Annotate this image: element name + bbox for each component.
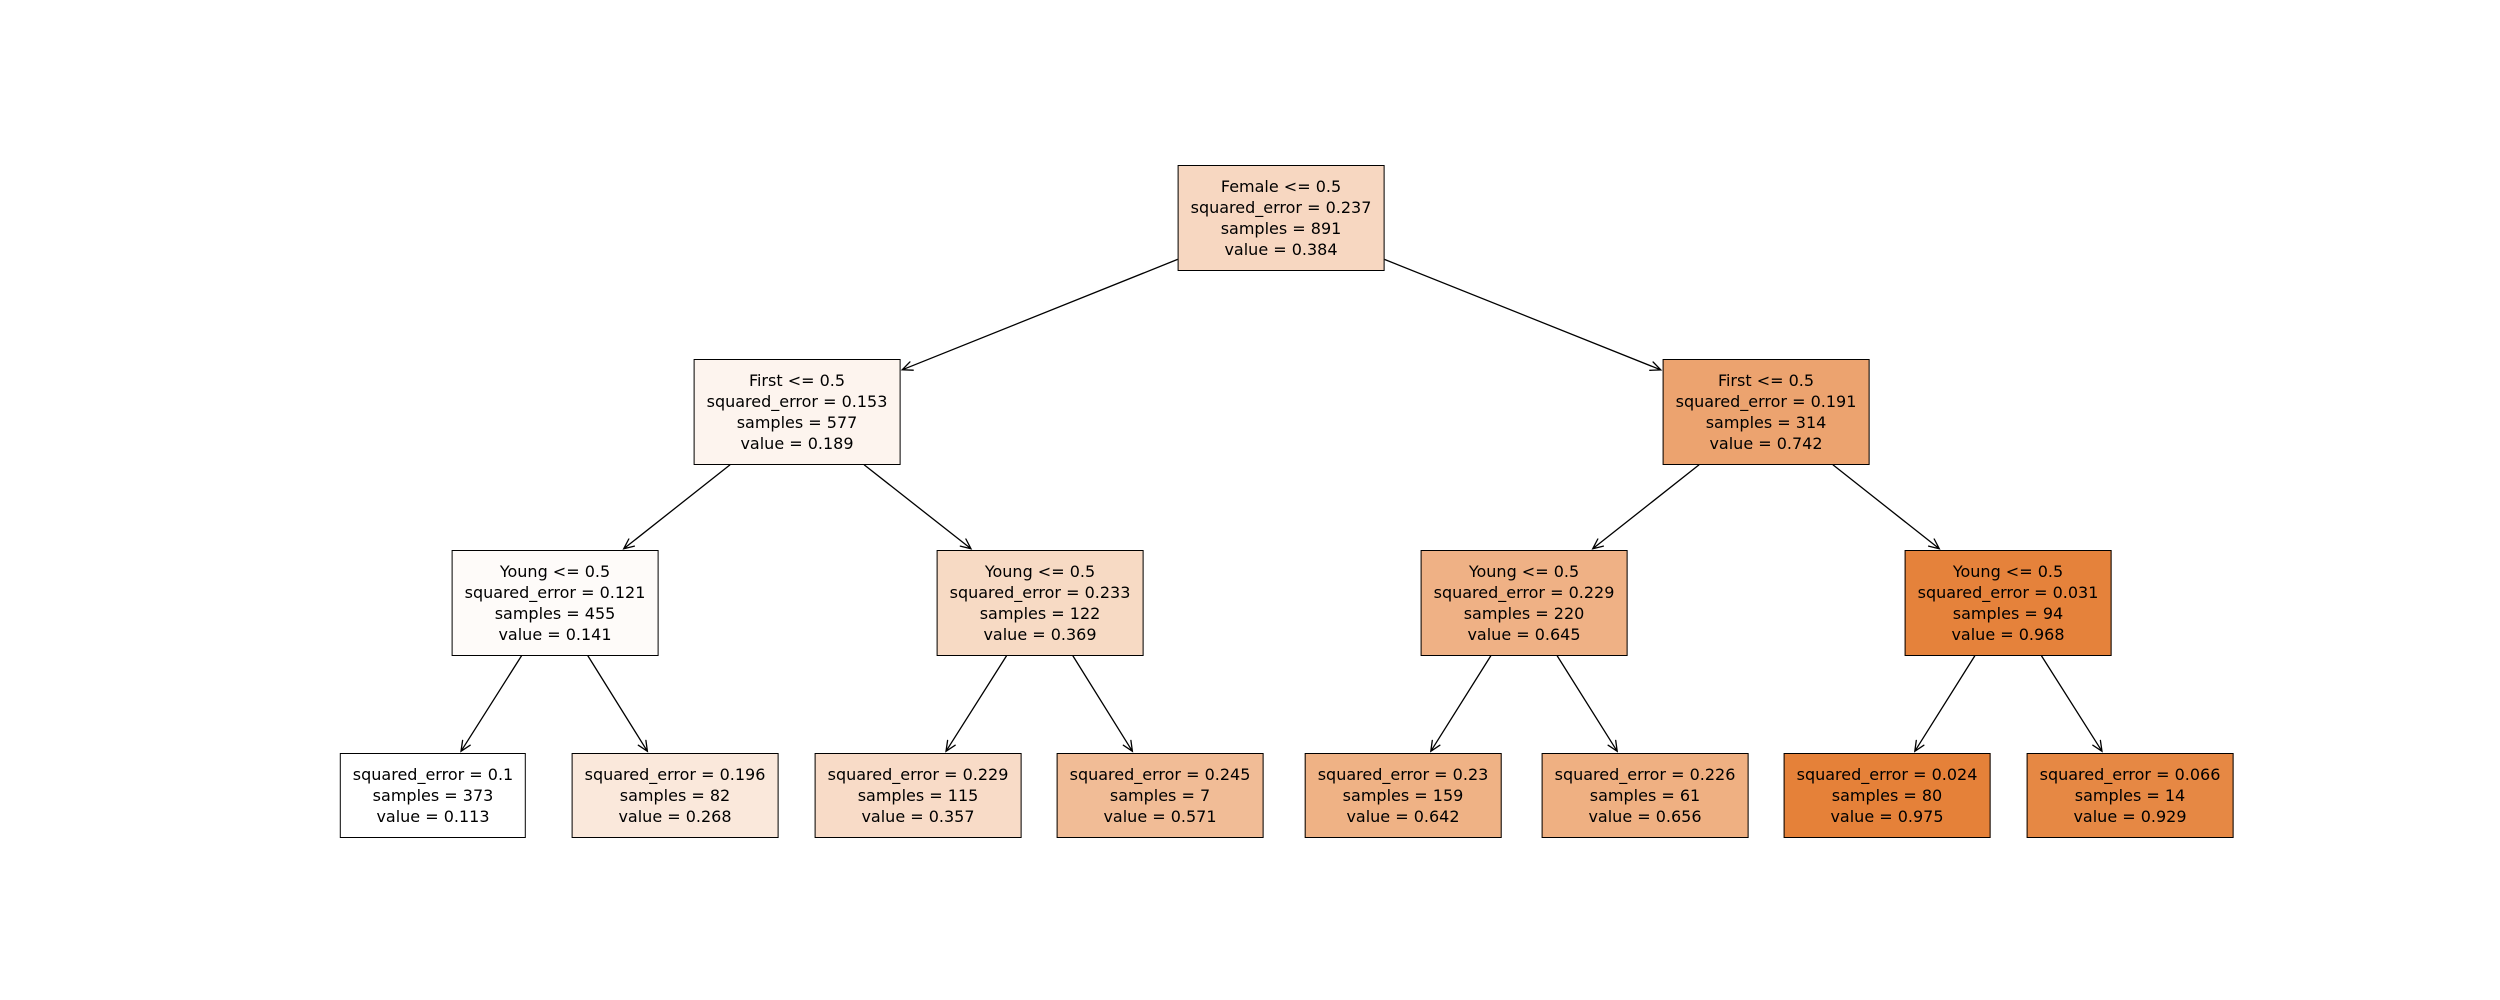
node-samples: samples = 82 [619, 786, 731, 805]
node-squared-error: squared_error = 0.121 [464, 583, 646, 602]
node-value: value = 0.571 [1103, 807, 1217, 826]
node-value: value = 0.268 [618, 807, 732, 826]
node-samples: samples = 314 [1705, 413, 1827, 432]
node-value: value = 0.642 [1346, 807, 1460, 826]
node-split-condition: First <= 0.5 [748, 371, 846, 390]
tree-leaf: squared_error = 0.024 samples = 80 value… [1783, 753, 1991, 838]
tree-node-root: Female <= 0.5 squared_error = 0.237 samp… [1177, 165, 1385, 271]
node-samples: samples = 220 [1463, 604, 1585, 623]
node-value: value = 0.975 [1830, 807, 1944, 826]
node-squared-error: squared_error = 0.191 [1675, 392, 1857, 411]
node-split-condition: Female <= 0.5 [1220, 177, 1342, 196]
node-squared-error: squared_error = 0.229 [1433, 583, 1615, 602]
tree-node: First <= 0.5 squared_error = 0.191 sampl… [1662, 359, 1870, 465]
node-squared-error: squared_error = 0.23 [1317, 765, 1489, 784]
node-samples: samples = 122 [979, 604, 1101, 623]
tree-leaf: squared_error = 0.196 samples = 82 value… [571, 753, 779, 838]
node-samples: samples = 577 [736, 413, 858, 432]
tree-leaf: squared_error = 0.229 samples = 115 valu… [814, 753, 1022, 838]
tree-node: Young <= 0.5 squared_error = 0.121 sampl… [451, 550, 659, 656]
node-value: value = 0.113 [376, 807, 490, 826]
node-squared-error: squared_error = 0.245 [1069, 765, 1251, 784]
node-split-condition: First <= 0.5 [1717, 371, 1815, 390]
node-value: value = 0.384 [1224, 240, 1338, 259]
node-squared-error: squared_error = 0.066 [2039, 765, 2221, 784]
node-samples: samples = 455 [494, 604, 616, 623]
tree-leaf: squared_error = 0.245 samples = 7 value … [1056, 753, 1264, 838]
node-value: value = 0.189 [740, 434, 854, 453]
node-squared-error: squared_error = 0.024 [1796, 765, 1978, 784]
node-samples: samples = 94 [1952, 604, 2064, 623]
node-squared-error: squared_error = 0.1 [352, 765, 514, 784]
node-value: value = 0.742 [1709, 434, 1823, 453]
node-samples: samples = 115 [857, 786, 979, 805]
node-squared-error: squared_error = 0.153 [706, 392, 888, 411]
node-value: value = 0.645 [1467, 625, 1581, 644]
tree-leaf: squared_error = 0.066 samples = 14 value… [2026, 753, 2234, 838]
tree-leaf: squared_error = 0.23 samples = 159 value… [1304, 753, 1502, 838]
node-split-condition: Young <= 0.5 [499, 562, 611, 581]
tree-node: Young <= 0.5 squared_error = 0.229 sampl… [1420, 550, 1628, 656]
node-squared-error: squared_error = 0.233 [949, 583, 1131, 602]
node-samples: samples = 80 [1831, 786, 1943, 805]
node-samples: samples = 7 [1109, 786, 1211, 805]
node-value: value = 0.968 [1951, 625, 2065, 644]
node-split-condition: Young <= 0.5 [1468, 562, 1580, 581]
tree-leaf: squared_error = 0.1 samples = 373 value … [339, 753, 527, 838]
node-value: value = 0.141 [498, 625, 612, 644]
tree-leaf: squared_error = 0.226 samples = 61 value… [1541, 753, 1749, 838]
node-squared-error: squared_error = 0.196 [584, 765, 766, 784]
tree-node: Young <= 0.5 squared_error = 0.233 sampl… [936, 550, 1144, 656]
node-split-condition: Young <= 0.5 [1952, 562, 2064, 581]
tree-node: Young <= 0.5 squared_error = 0.031 sampl… [1904, 550, 2112, 656]
node-value: value = 0.369 [983, 625, 1097, 644]
node-squared-error: squared_error = 0.237 [1190, 198, 1372, 217]
node-value: value = 0.929 [2073, 807, 2187, 826]
node-samples: samples = 159 [1342, 786, 1464, 805]
node-squared-error: squared_error = 0.229 [827, 765, 1009, 784]
node-samples: samples = 373 [372, 786, 494, 805]
node-value: value = 0.656 [1588, 807, 1702, 826]
node-squared-error: squared_error = 0.031 [1917, 583, 2099, 602]
node-samples: samples = 14 [2074, 786, 2186, 805]
node-value: value = 0.357 [861, 807, 975, 826]
node-samples: samples = 891 [1220, 219, 1342, 238]
node-samples: samples = 61 [1589, 786, 1701, 805]
tree-node: First <= 0.5 squared_error = 0.153 sampl… [693, 359, 901, 465]
node-squared-error: squared_error = 0.226 [1554, 765, 1736, 784]
node-split-condition: Young <= 0.5 [984, 562, 1096, 581]
